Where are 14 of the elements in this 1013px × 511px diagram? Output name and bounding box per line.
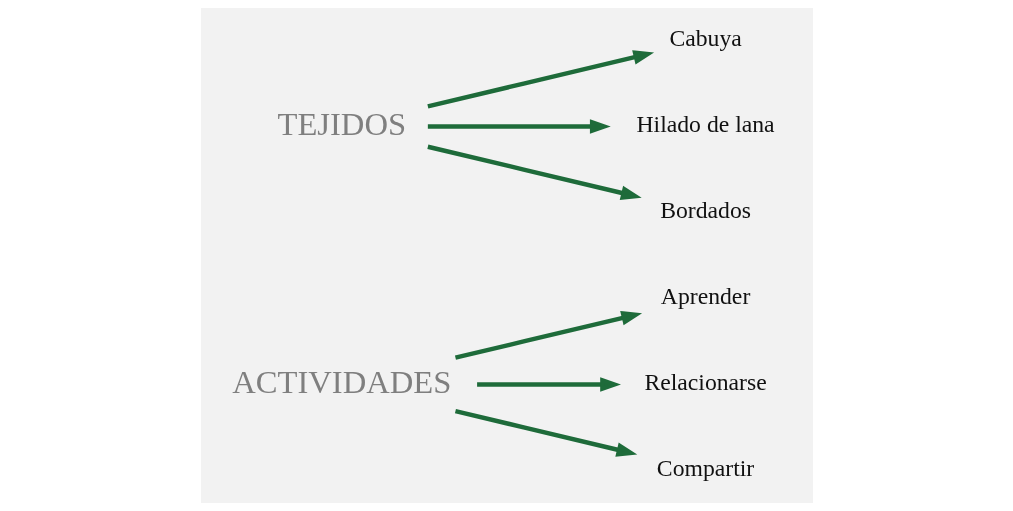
arrow: [476, 377, 621, 392]
node-text: TEJIDOS: [276, 105, 406, 142]
node-text: Hilado de lana: [636, 111, 775, 138]
node-text: ACTIVIDADES: [231, 363, 451, 400]
node-text: Cabuya: [668, 25, 742, 52]
node-text: Bordados: [659, 197, 751, 224]
arrow: [427, 119, 611, 134]
arrow: [454, 310, 642, 360]
arrow: [426, 144, 642, 200]
node-text: Relacionarse: [643, 369, 767, 396]
node-text: Compartir: [656, 455, 754, 481]
arrow: [454, 408, 637, 457]
arrow: [426, 50, 654, 109]
node-text: Aprender: [660, 283, 750, 310]
